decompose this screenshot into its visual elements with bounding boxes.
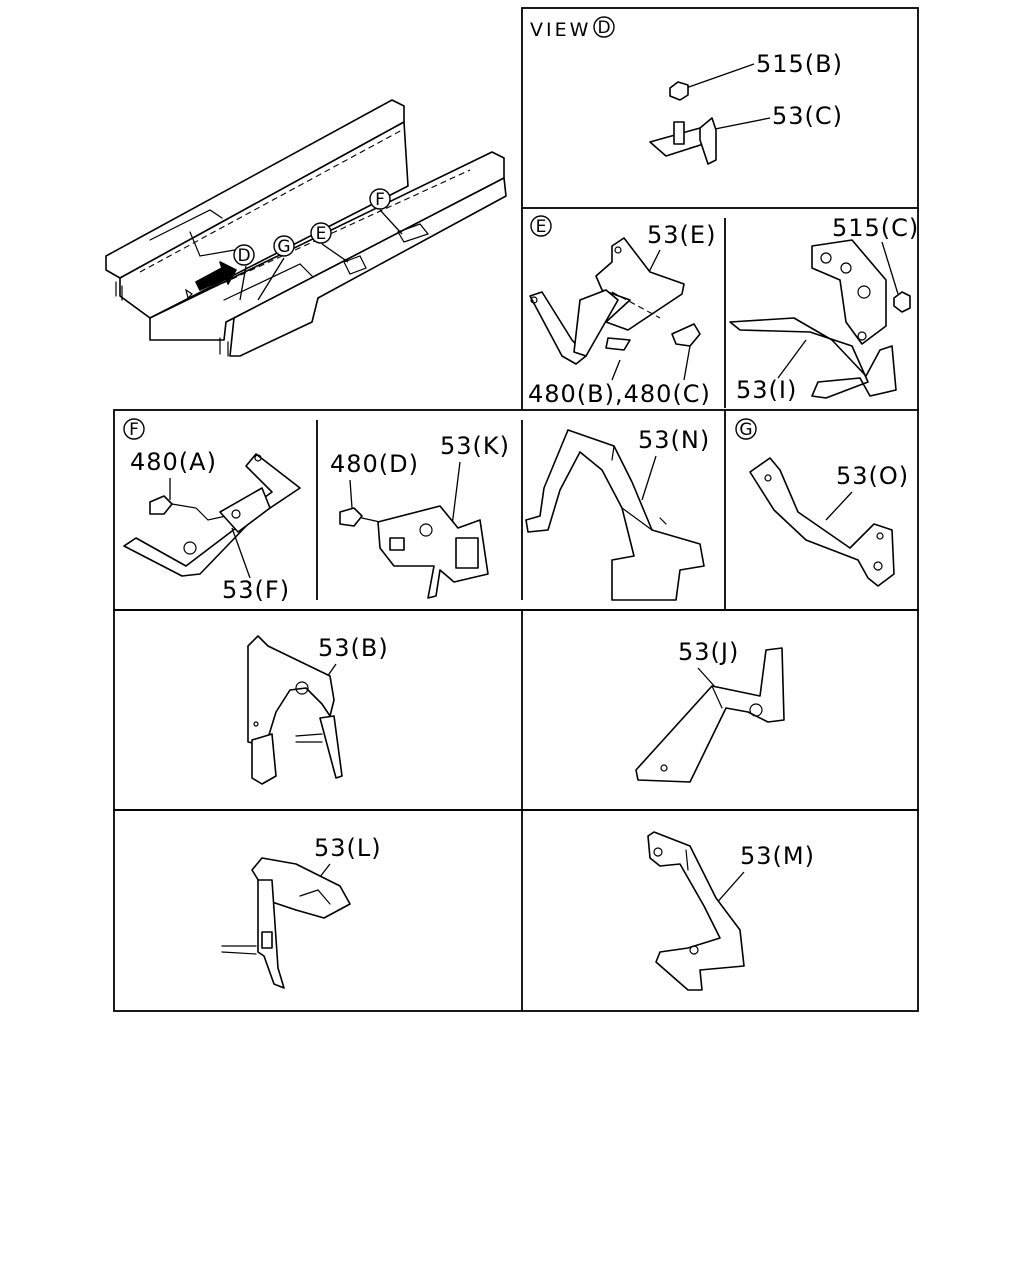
chassis-frame-overview: D G E F <box>105 99 507 357</box>
overview-marker-d: D <box>237 246 250 266</box>
panel-g-marker: G <box>739 420 752 440</box>
nut-515b-icon <box>669 81 689 101</box>
view-d-marker-icon <box>593 16 615 38</box>
panel-f-marker: F <box>129 420 139 440</box>
label-480d: 480(D) <box>330 450 419 478</box>
label-515c: 515(C) <box>832 214 919 242</box>
label-53j: 53(J) <box>678 638 739 666</box>
bolt-480d-icon <box>339 507 363 527</box>
label-53l: 53(L) <box>314 834 382 862</box>
label-53c: 53(C) <box>772 102 843 130</box>
label-515b: 515(B) <box>756 50 843 78</box>
label-480b-480c: 480(B),480(C) <box>528 380 711 408</box>
overview-marker-e: E <box>316 224 327 244</box>
marker-d-icon <box>233 244 255 266</box>
label-53o: 53(O) <box>836 462 909 490</box>
label-53k: 53(K) <box>440 432 510 460</box>
grid-frame <box>113 7 919 1012</box>
panel-f-marker-icon <box>123 418 145 440</box>
label-53f: 53(F) <box>222 576 290 604</box>
label-53n: 53(N) <box>638 426 710 454</box>
panel-g: G 53(O) <box>735 418 909 587</box>
overview-marker-f: F <box>375 190 385 210</box>
label-53e: 53(E) <box>647 221 716 249</box>
marker-e-icon <box>310 222 332 244</box>
panel-g-marker-icon <box>735 418 757 440</box>
view-d-marker: D <box>597 18 610 38</box>
label-53b: 53(B) <box>318 634 389 662</box>
marker-g-icon <box>273 235 295 257</box>
nut-515c-icon <box>893 291 911 313</box>
view-d-title: VIEW <box>530 19 591 41</box>
view-d-panel: VIEW D 515(B) 53(C) <box>530 16 843 165</box>
panel-53b: 53(B) <box>247 634 389 785</box>
panel-e-marker: E <box>536 217 547 237</box>
label-53m: 53(M) <box>740 842 815 870</box>
marker-f-icon <box>369 188 391 210</box>
label-480a: 480(A) <box>130 448 217 476</box>
panel-53l: 53(L) <box>221 834 382 989</box>
panel-e-marker-icon <box>530 215 552 237</box>
panel-e: E 53(E) 480(B),480(C) 515(C) 53(I) <box>528 214 919 408</box>
bolt-480a-icon <box>149 495 173 515</box>
overview-marker-g: G <box>277 237 290 257</box>
panel-f: F 480(A) 53(F) 480(D) 53(K) 53(N) <box>123 418 710 604</box>
panel-53j: 53(J) <box>635 638 785 783</box>
panel-53m: 53(M) <box>647 831 815 991</box>
label-53i: 53(I) <box>736 376 797 404</box>
